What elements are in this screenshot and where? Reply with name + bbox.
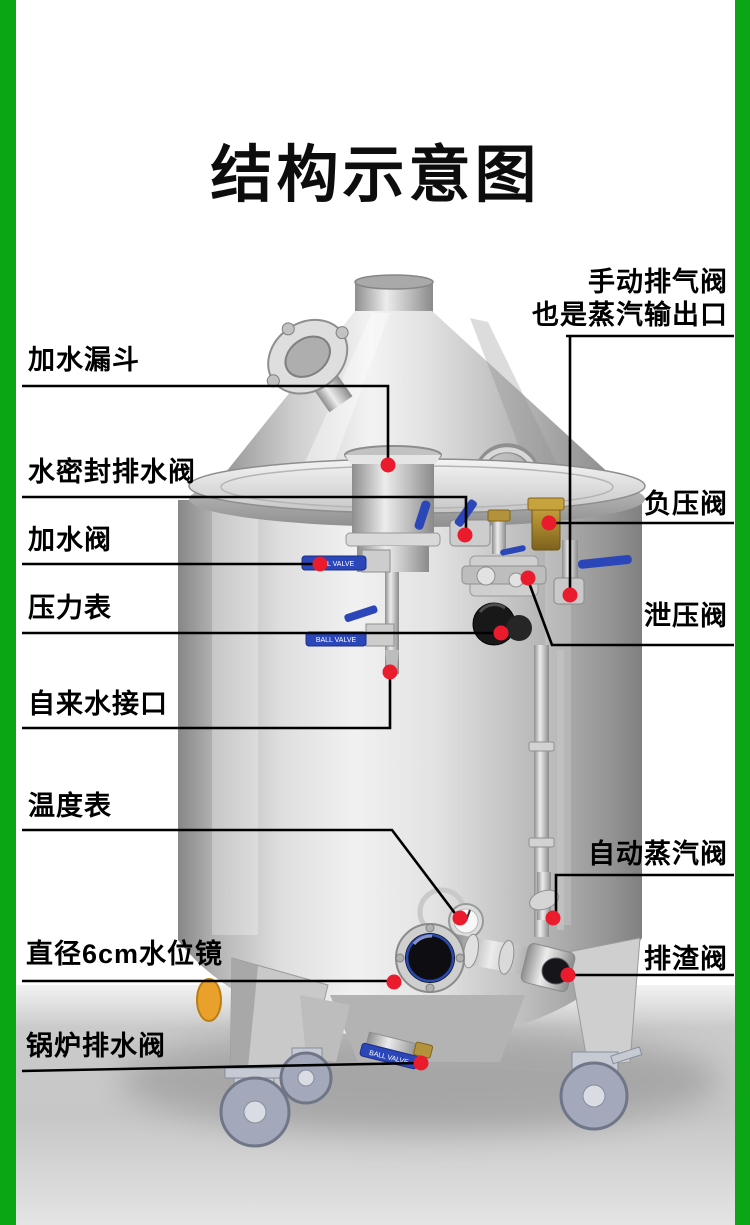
callout-dot — [413, 1055, 429, 1071]
callout-dot — [457, 527, 473, 543]
callout-dot — [541, 515, 557, 531]
label-auto-steam-valve: 自动蒸汽阀 — [588, 839, 728, 869]
callout-dot — [560, 967, 576, 983]
label-water-inlet-valve: 加水阀 — [28, 525, 112, 555]
side-cap — [196, 978, 222, 1022]
label-tap-water-connector: 自来水接口 — [28, 689, 168, 719]
callout-dots — [312, 457, 578, 1071]
left-green-edge-bar — [0, 0, 16, 1225]
valve-tag-text: BALL VALVE — [314, 561, 355, 568]
caster-left — [219, 1067, 291, 1148]
label-pressure-relief-valve: 泄压阀 — [644, 601, 728, 631]
clamp-port — [266, 318, 353, 413]
label-slag-valve: 排渣阀 — [644, 944, 728, 974]
valve-tag-text: BALL VALVE — [316, 637, 357, 644]
label-boiler-drain-valve: 锅炉排水阀 — [26, 1031, 166, 1061]
label-water-funnel: 加水漏斗 — [28, 345, 140, 375]
label-pressure-gauge: 压力表 — [28, 593, 112, 623]
label-water-level-glass: 直径6cm水位镜 — [26, 939, 224, 969]
callout-dot — [493, 625, 509, 641]
tank-chimney — [354, 274, 434, 313]
page-title: 结构示意图 — [210, 141, 541, 210]
label-negative-pressure-valve: 负压阀 — [644, 489, 728, 519]
callout-dot — [312, 556, 328, 572]
label-manual-exhaust-valve: 手动排气阀 也是蒸汽输出口 — [532, 267, 728, 330]
sight-pipe — [534, 645, 549, 937]
label-water-seal-drain-valve: 水密封排水阀 — [28, 457, 196, 487]
callout-dot — [380, 457, 396, 473]
label-thermometer: 温度表 — [28, 791, 112, 821]
callout-dot — [562, 587, 578, 603]
callout-dot — [452, 910, 468, 926]
right-green-edge-bar — [735, 0, 750, 1225]
water-level-porthole — [395, 923, 465, 993]
caster-right — [559, 1046, 643, 1131]
callout-dot — [382, 664, 398, 680]
callout-dot — [545, 910, 561, 926]
callout-dot — [520, 570, 536, 586]
auto-steam-valve — [529, 872, 559, 920]
callout-dot — [386, 974, 402, 990]
callout-lines — [21, 334, 734, 1073]
